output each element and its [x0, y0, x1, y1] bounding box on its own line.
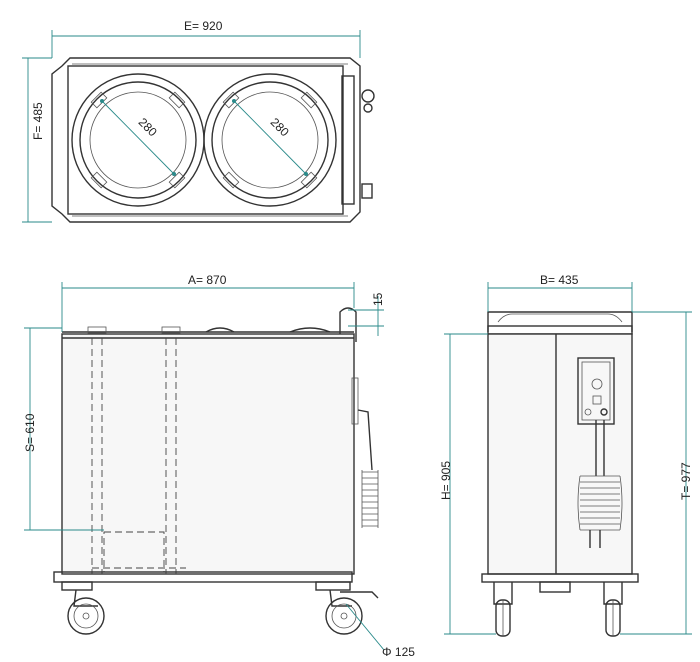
top-view: 280 280 E= 920 F= 485 [22, 19, 375, 223]
side-view: Φ 125 A= 870 15 S= 610 [23, 273, 415, 659]
dimension-a-label: A= 870 [188, 273, 227, 287]
rear-wheel [325, 589, 363, 635]
front-wheel [67, 589, 105, 635]
dimension-t-label: T= 977 [679, 462, 693, 500]
dimension-e-label: E= 920 [184, 19, 223, 33]
dimension-h-label: H= 905 [439, 461, 453, 500]
front-view-wheel-right [603, 582, 623, 637]
dimension-b-label: B= 435 [540, 273, 579, 287]
ring-diameter-label-left: 280 [136, 115, 160, 139]
dimension-15-label: 15 [371, 292, 385, 306]
front-view: B= 435 H= 905 T= 977 [439, 273, 693, 637]
ring-diameter-label-right: 280 [268, 115, 292, 139]
wheel-diameter-label: Φ 125 [382, 645, 415, 659]
dimension-s-label: S= 610 [23, 413, 37, 452]
dimension-f-label: F= 485 [31, 102, 45, 140]
front-view-wheel-left [493, 582, 513, 637]
